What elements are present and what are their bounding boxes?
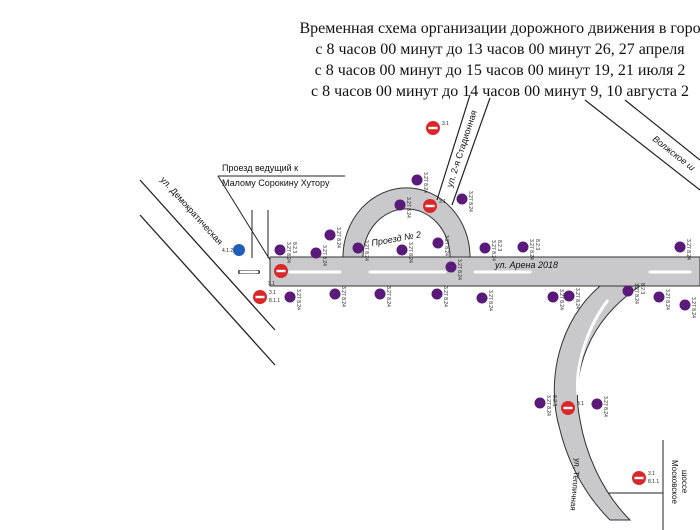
sign-code: 3.27 8.24: [487, 290, 493, 311]
schedule-line-1: с 8 часов 00 минут до 13 часов 00 минут …: [315, 41, 685, 58]
no-stopping-sign-icon: [445, 261, 457, 273]
no-stopping-sign-icon: [374, 288, 386, 300]
sign-code: 3.27 8.24: [545, 395, 551, 416]
no-entry-bar: [428, 126, 438, 130]
street-edge: [584, 99, 700, 191]
sign-code: 8.2.3: [291, 242, 297, 253]
sign-code: 3.27 8.24: [467, 191, 473, 212]
no-stopping-sign-icon: [456, 193, 468, 205]
no-stopping-sign-icon: [674, 241, 686, 253]
no-stopping-sign-icon: [284, 291, 296, 303]
sign-code: 3.1: [268, 281, 275, 287]
street-label-proezd-1: Проезд ведущий к: [222, 163, 298, 173]
no-stopping-sign-icon: [547, 291, 559, 303]
sign-code: 3.27 8.24: [490, 240, 496, 261]
sign-code: 3.27 8.24: [633, 283, 639, 304]
no-stopping-sign-icon: [517, 241, 529, 253]
street-label-proezd-no-2: Проезд № 2: [371, 229, 422, 248]
street-edge: [624, 99, 700, 161]
sign-code: 3.27 8.24: [602, 396, 608, 417]
no-stopping-sign-icon: [563, 290, 575, 302]
street-edge: [451, 97, 491, 206]
no-stopping-sign-icon: [591, 398, 603, 410]
no-stopping-sign-icon: [352, 242, 364, 254]
sign-code: 3.1: [577, 401, 584, 407]
no-entry-bar: [276, 269, 286, 273]
street-label-arena: ул. Арена 2018: [494, 260, 558, 270]
no-stopping-sign-icon: [534, 397, 546, 409]
no-entry-bar: [634, 476, 644, 480]
street-edge: [217, 175, 271, 261]
no-entry-bar: [425, 204, 435, 208]
no-entry-bar: [255, 295, 265, 299]
no-stopping-sign-icon: [396, 244, 408, 256]
title-line: Временная схема организации дорожного дв…: [299, 20, 700, 37]
no-stopping-sign-icon: [310, 247, 322, 259]
sign-code: 3.27 8.24: [340, 286, 346, 307]
sign-code: 3.27 8.24: [443, 235, 449, 256]
sign-code: 3.27 8.24: [385, 286, 391, 307]
road-curved: [553, 285, 642, 521]
street-edge: [139, 214, 276, 366]
sign-code: 3.27 8.24: [295, 289, 301, 310]
sign-code: 8.2.3: [551, 395, 557, 406]
sign-code: 3.27 8.24: [335, 227, 341, 248]
roundabout-sign-icon: [233, 244, 245, 256]
no-stopping-sign-icon: [411, 174, 423, 186]
street-edge: [436, 94, 471, 201]
no-entry-bar: [563, 406, 573, 410]
sign-code: 3.27 8.24: [558, 289, 564, 310]
sign-code: 8.2.3: [639, 283, 645, 294]
sign-code: 3.27 8.24: [442, 286, 448, 307]
street-label-curved: ул. Тепличная: [568, 458, 582, 511]
no-stopping-sign-icon: [622, 285, 634, 297]
sign-code: 3.27 8.24: [407, 242, 413, 263]
road-proezd-2: [342, 187, 471, 258]
map-title: Временная схема организации дорожного дв…: [270, 18, 700, 102]
sign-code: 3.27 8.24: [363, 240, 369, 261]
sign-code: 8.2.3: [496, 240, 502, 251]
sign-code: 3.27 8.24: [422, 172, 428, 193]
sign-code: 3.27 8.24: [574, 288, 580, 309]
sign-code: 3.27 8.24: [690, 297, 696, 318]
no-stopping-sign-icon: [274, 244, 286, 256]
sign-code: 3.27 8.24: [456, 259, 462, 280]
sign-code: 3.27 8.24: [321, 245, 327, 266]
sign-code: 3.27 8.24: [528, 239, 534, 260]
sign-code: 3.27 8.24: [405, 197, 411, 218]
sign-code: 3.27 8.24: [685, 239, 691, 260]
sign-code: 3.1: [442, 121, 449, 127]
no-stopping-sign-icon: [653, 291, 665, 303]
no-stopping-sign-icon: [329, 288, 341, 300]
sign-code: 3.27 8.24: [285, 242, 291, 263]
no-stopping-sign-icon: [679, 299, 691, 311]
no-stopping-sign-icon: [432, 237, 444, 249]
no-stopping-sign-icon: [324, 229, 336, 241]
lane-marking: [576, 299, 610, 396]
schedule-line-3: с 8 часов 00 минут до 14 часов 00 минут …: [311, 83, 689, 100]
no-stopping-sign-icon: [431, 288, 443, 300]
sign-code: 3.1: [439, 199, 446, 205]
schedule-line-2: с 8 часов 00 минут до 15 часов 00 минут …: [314, 62, 686, 79]
sign-code: 3.27 8.24: [664, 289, 670, 310]
no-stopping-sign-icon: [476, 292, 488, 304]
sign-code: 8.2.3: [534, 239, 540, 250]
street-label-proezd-2: Малому Сорокину Хутору: [222, 178, 330, 188]
street-edge: [139, 179, 276, 331]
sign-code: 3.1: [648, 471, 655, 477]
no-stopping-sign-icon: [394, 199, 406, 211]
no-stopping-sign-icon: [479, 242, 491, 254]
street-label-moskovskoe: Московское: [670, 460, 679, 504]
street-label-moskovskoe-2: шоссе: [680, 470, 689, 494]
sign-code: 8.1.1: [269, 298, 280, 304]
sign-code: 8.1.1: [648, 479, 659, 485]
sign-code: 3.1: [269, 290, 276, 296]
sign-code: 4.1.2: [222, 248, 233, 254]
